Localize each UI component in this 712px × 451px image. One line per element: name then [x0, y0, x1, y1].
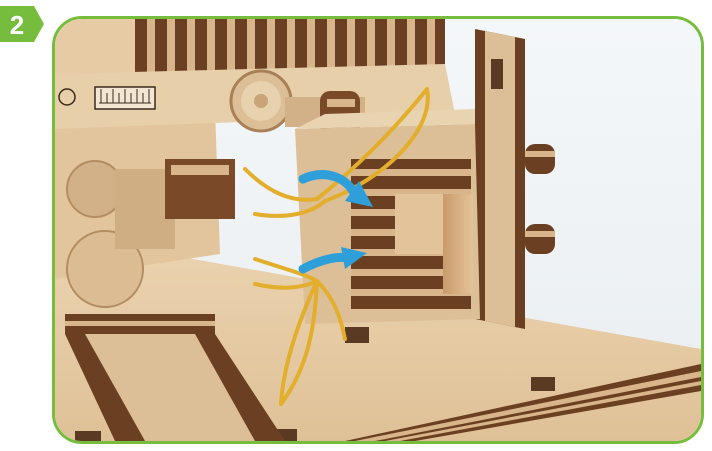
illustration-frame [52, 16, 704, 444]
base-slot [345, 327, 369, 343]
assembly-illustration [55, 19, 701, 441]
step-number: 2 [0, 8, 34, 42]
base-slot [531, 377, 555, 391]
step-badge: 2 [0, 6, 44, 42]
central-block [295, 109, 480, 324]
base-slot [75, 431, 101, 441]
